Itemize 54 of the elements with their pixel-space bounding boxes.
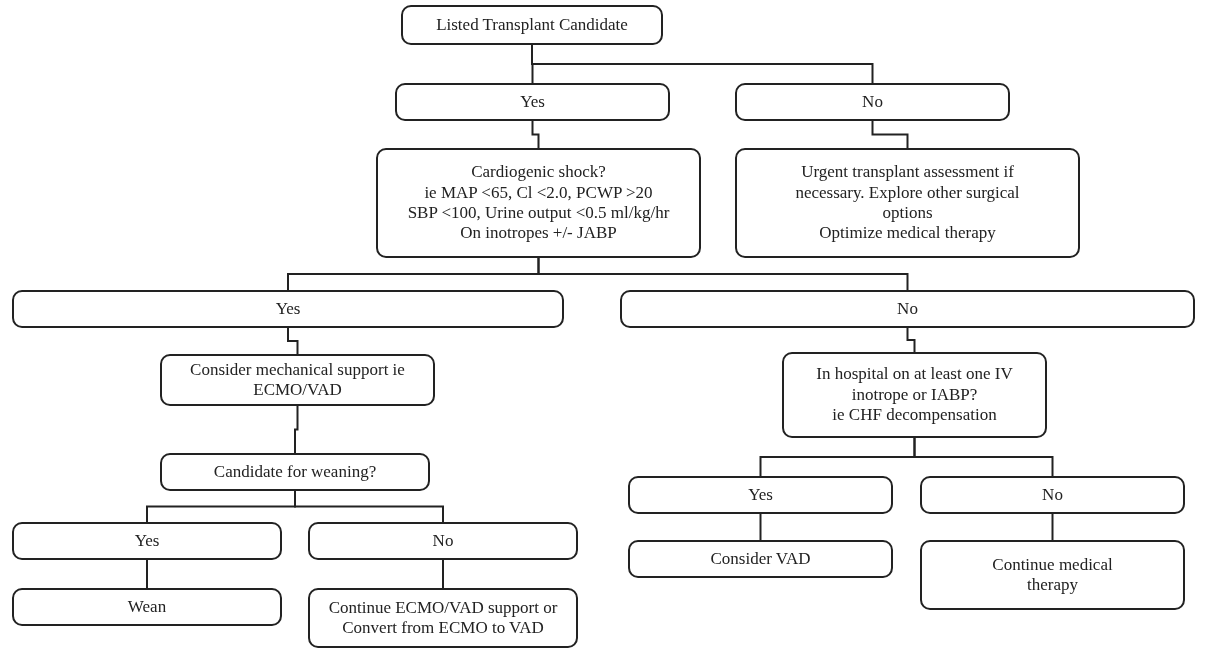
connector-line	[531, 44, 874, 84]
box-text: ie CHF decompensation	[832, 405, 997, 426]
process-box	[401, 5, 663, 45]
process-box	[12, 522, 282, 560]
connector-line	[294, 490, 444, 523]
process-box	[628, 540, 893, 578]
box-text: On inotropes +/- JABP	[460, 223, 617, 244]
connector-line	[287, 327, 299, 355]
box-text: No	[862, 91, 883, 113]
box-text: Candidate for weaning?	[213, 461, 377, 483]
box-text: Optimize medical therapy	[819, 223, 996, 244]
box-text: Yes	[520, 91, 545, 113]
process-box	[12, 588, 282, 626]
connector-line	[531, 120, 540, 149]
box-text: No	[897, 298, 918, 320]
connector-line	[759, 513, 762, 541]
connector-line	[1051, 513, 1054, 541]
process-box	[735, 148, 1080, 258]
box-text: Cardiogenic shock?	[471, 162, 606, 183]
process-box	[628, 476, 893, 514]
process-box	[308, 522, 578, 560]
box-text: Yes	[275, 298, 301, 320]
process-box	[160, 453, 430, 491]
connector-line	[146, 559, 148, 589]
process-box	[620, 290, 1195, 328]
box-text: Yes	[748, 484, 773, 506]
process-box	[308, 588, 578, 648]
connector-line	[913, 437, 1054, 477]
process-box	[395, 83, 670, 121]
process-box	[12, 290, 564, 328]
box-text: SBP <100, Urine output <0.5 ml/kg/hr	[407, 203, 670, 224]
process-box	[735, 83, 1010, 121]
connector-line	[294, 405, 299, 454]
process-box	[920, 476, 1185, 514]
process-box	[920, 540, 1185, 610]
connector-line	[906, 327, 916, 353]
box-text: ie MAP <65, Cl <2.0, PCWP >20	[424, 182, 653, 203]
box-text: No	[432, 530, 454, 552]
box-text: No	[1042, 484, 1063, 506]
process-box	[160, 354, 435, 406]
box-text: Listed Transplant Candidate	[436, 14, 628, 36]
box-text: Yes	[134, 530, 160, 552]
connector-line	[442, 559, 444, 589]
box-text: In hospital on at least one IV inotrope or IABP?	[815, 364, 1014, 406]
box-text: Continue medical therapy	[992, 554, 1113, 596]
connector-line	[871, 120, 909, 149]
box-text: Continue ECMO/VAD support or Convert from ECMO to VAD	[327, 597, 559, 639]
process-box	[782, 352, 1047, 438]
box-text: Urgent transplant assessment if necessary. Explore other surgical options	[794, 162, 1021, 224]
connector-line	[537, 257, 909, 291]
box-text: Wean	[127, 596, 167, 618]
process-box	[376, 148, 701, 258]
box-text: Consider mechanical support ie ECMO/VAD	[189, 359, 406, 401]
box-text: Consider VAD	[710, 548, 811, 570]
